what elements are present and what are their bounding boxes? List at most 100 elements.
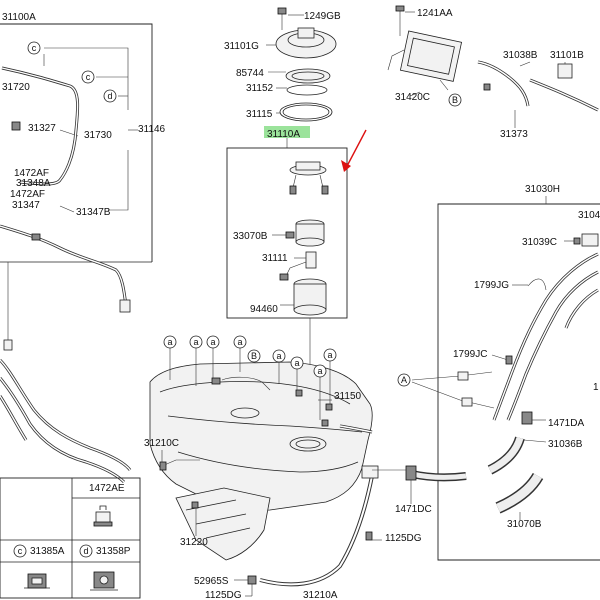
callout-circle [189,335,203,349]
callout-circle [13,544,27,558]
callout-letter: A [401,375,407,385]
callout-circle [27,41,41,55]
callout-letter: a [317,366,322,376]
part-label-l-31720: 31720 [2,82,30,93]
part-label-l-1799JG: 1799JG [474,280,509,291]
part-label-l-31348A: 31348A [16,178,51,189]
part-label-l-1471DA: 1471DA [548,418,584,429]
part-number-labels: 31100A317203132731730311461472AF31348A14… [2,8,600,600]
callout-circle [448,93,462,107]
callout-letter: d [107,91,112,101]
part-label-l-31220: 31220 [180,537,208,548]
part-label-l-52965S: 52965S [194,576,229,587]
part-label-l-31730: 31730 [84,130,112,141]
callout-c-a5: a [272,349,286,363]
callout-circle [79,544,93,558]
part-label-l-1472AE: 1472AE [89,483,125,494]
part-label-l-31385A: 31385A [30,546,65,557]
callout-c-d1: d [103,89,117,103]
part-label-l-1799JC: 1799JC [453,349,487,360]
callout-c-B2: B [448,93,462,107]
callout-c-a8: a [313,364,327,378]
part-label-l-1472AF-a: 1472AF [14,168,49,179]
callout-c-c2: c [81,70,95,84]
part-label-l-31373: 31373 [500,129,528,140]
callout-circle [323,348,337,362]
callout-circle [206,335,220,349]
callout-letter: a [294,358,299,368]
part-label-l-1125DG-b: 1125DG [205,590,242,600]
part-label-l-85744: 85744 [236,68,264,79]
part-label-l-31327: 31327 [28,123,56,134]
callout-c-d2: d [79,544,93,558]
clip-31358p-icon [90,571,118,591]
part-label-l-31038B: 31038B [503,50,538,61]
clip-1472ae-icon [93,505,113,527]
part-label-l-31039C: 31039C [522,237,557,248]
callout-circle [272,349,286,363]
part-label-l-31100A: 31100A [2,12,36,23]
part-label-l-31110A: 31110A [267,129,300,140]
part-label-l-31347B: 31347B [76,207,111,218]
part-label-l-31358P: 31358P [96,546,131,557]
part-label-l-1472AF-b: 1472AF [10,189,45,200]
callout-letter: B [452,95,458,105]
callout-letter: a [210,337,215,347]
callout-letter: a [193,337,198,347]
callout-letter: a [276,351,281,361]
clip-31385a-icon [24,573,50,589]
callout-c-c3: c [13,544,27,558]
callout-c-a2: a [189,335,203,349]
part-label-l-31347: 31347 [12,200,40,211]
part-label-l-31101G: 31101G [224,41,259,52]
callout-letter: a [327,350,332,360]
canister-assembly [387,5,599,128]
part-label-l-31150: 31150 [334,391,362,402]
part-label-l-1: 1 [593,382,599,393]
part-label-l-3104: 3104 [578,210,600,221]
callout-letter: a [167,337,172,347]
part-label-l-31210C: 31210C [144,438,179,449]
part-label-l-31146: 31146 [138,124,166,135]
part-label-l-31030H: 31030H [525,184,560,195]
fuel-pipes-lower-left [0,262,132,484]
callout-circle [290,356,304,370]
callout-letter: B [251,351,257,361]
pump-module-box [226,126,367,448]
callout-c-a7: a [323,348,337,362]
callout-c-a6: a [290,356,304,370]
part-label-l-94460: 94460 [250,304,278,315]
part-label-l-31070B: 31070B [507,519,542,530]
callout-letter: c [86,72,91,82]
fuel-pipes-left [0,66,131,313]
fuel-tank [149,348,373,511]
pump-cover-stack [266,7,337,122]
callout-circle [163,335,177,349]
callout-c-A1: A [397,373,411,387]
parts-table [0,477,141,599]
part-label-l-1471DC: 1471DC [395,504,432,515]
part-label-l-31036B: 31036B [548,439,583,450]
part-label-l-31115: 31115 [246,109,273,120]
callout-letter: d [83,546,88,556]
callout-circle [313,364,327,378]
callout-letter: a [237,337,242,347]
callout-letter: c [32,43,37,53]
callout-c-a3: a [206,335,220,349]
part-label-l-31210A: 31210A [303,590,338,600]
part-label-l-31152: 31152 [246,83,274,94]
callout-circle [103,89,117,103]
callout-letter: c [18,546,23,556]
callout-circle [247,349,261,363]
part-label-l-31420C: 31420C [395,92,430,103]
callout-c-a1: a [163,335,177,349]
part-label-l-31101B: 31101B [550,50,584,61]
part-label-l-33070B: 33070B [233,231,268,242]
part-label-l-1125DG-a: 1125DG [385,533,422,544]
callout-circle [397,373,411,387]
fuel-line-frame [0,23,153,263]
filler-neck-frame [411,196,600,561]
part-label-l-31111: 31111 [262,253,288,264]
callout-circle [81,70,95,84]
